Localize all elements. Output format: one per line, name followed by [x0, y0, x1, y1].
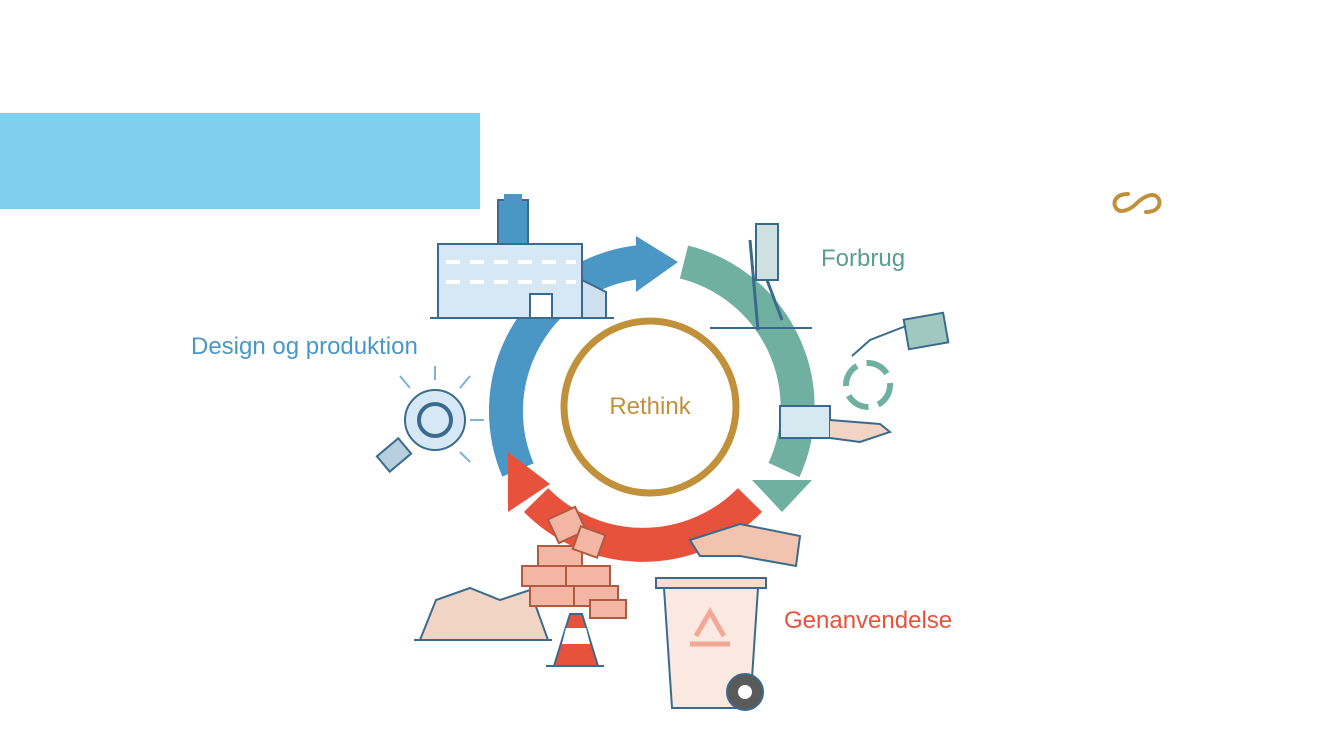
- stage-label-design: Design og produktion: [191, 333, 418, 361]
- stage-label-consumption: Forbrug: [821, 245, 905, 273]
- stage-label-recycling: Genanvendelse: [784, 607, 952, 635]
- lightbulb-icon: [377, 366, 484, 472]
- traffic-cone-icon: [546, 614, 604, 666]
- center-label: Rethink: [560, 393, 740, 421]
- factory-icon: [430, 194, 614, 318]
